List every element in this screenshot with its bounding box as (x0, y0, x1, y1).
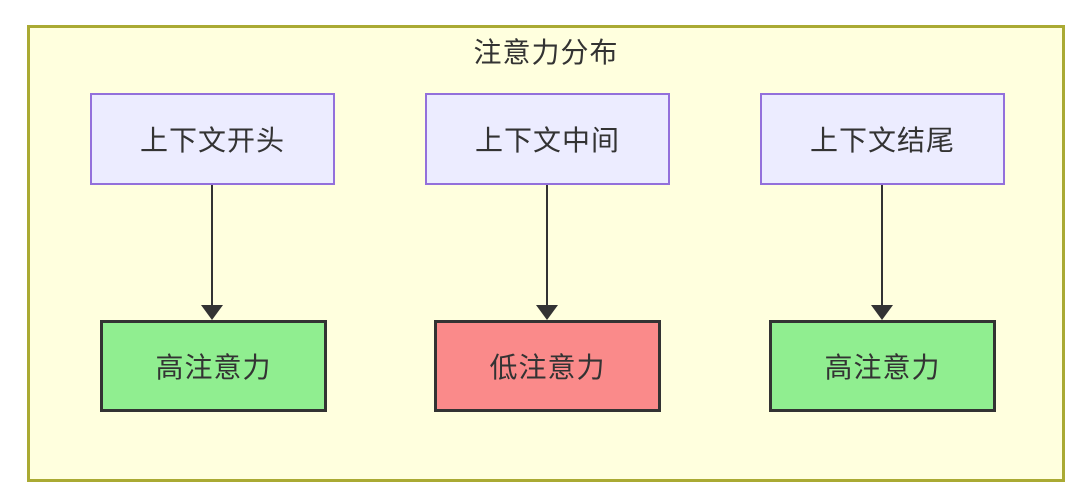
node-context-start: 上下文开头 (90, 93, 335, 185)
arrow-middle-to-attention (536, 185, 558, 320)
arrow-shaft (211, 185, 213, 307)
node-attention-end: 高注意力 (769, 320, 996, 412)
arrowhead-down-icon (871, 305, 893, 320)
arrow-shaft (881, 185, 883, 307)
arrow-shaft (546, 185, 548, 307)
diagram-title: 注意力分布 (473, 37, 619, 68)
node-context-middle-label: 上下文中间 (474, 125, 620, 156)
node-attention-middle-label: 低注意力 (489, 352, 606, 383)
node-context-end: 上下文结尾 (760, 93, 1005, 185)
arrowhead-down-icon (201, 305, 223, 320)
arrow-end-to-attention (871, 185, 893, 320)
arrowhead-down-icon (536, 305, 558, 320)
node-attention-start: 高注意力 (100, 320, 327, 412)
node-context-end-label: 上下文结尾 (809, 125, 955, 156)
node-context-middle: 上下文中间 (425, 93, 670, 185)
node-attention-end-label: 高注意力 (824, 352, 941, 383)
node-attention-start-label: 高注意力 (155, 352, 272, 383)
arrow-start-to-attention (201, 185, 223, 320)
node-attention-middle: 低注意力 (434, 320, 661, 412)
node-context-start-label: 上下文开头 (139, 125, 285, 156)
